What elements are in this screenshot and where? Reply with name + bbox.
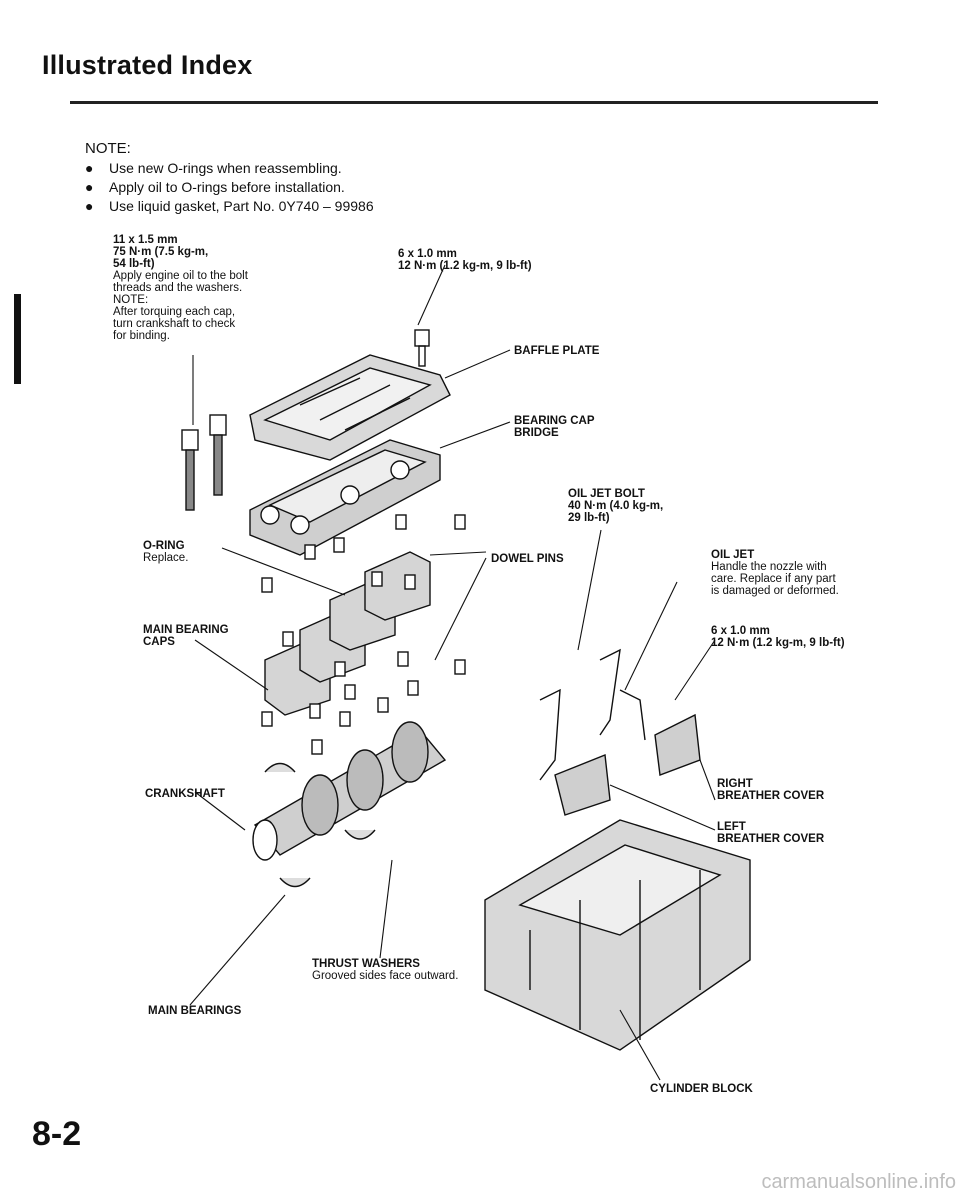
main-bolt-note-heading: NOTE: (113, 294, 149, 306)
baffle-bolt-torque: 12 N·m (1.2 kg-m, 9 lb-ft) (398, 260, 532, 272)
oil-jet-label: OIL JET Handle the nozzle with care. Rep… (711, 549, 839, 597)
cover-bolt-spec: 6 x 1.0 mm 12 N·m (1.2 kg-m, 9 lb-ft) (711, 625, 845, 649)
right-breather-cover-label: RIGHT BREATHER COVER (717, 778, 824, 802)
bearing-cap-bridge-label-line: BEARING CAP (514, 415, 595, 427)
oil-jets-drawing (539, 648, 646, 781)
note-item: ●Use liquid gasket, Part No. 0Y740 – 999… (85, 198, 374, 214)
oil-jet-bolt-torque: 29 lb-ft) (568, 512, 610, 524)
main-bolts-drawing (181, 329, 430, 511)
main-bolt-torque: 54 lb-ft) (113, 258, 155, 270)
crankshaft-drawing (252, 721, 447, 861)
leader-lines (189, 264, 716, 1081)
bearing-cap-bridge-label-line: BRIDGE (514, 427, 559, 439)
bearing-cap-bridge-drawing (249, 439, 441, 556)
watermark: carmanualsonline.info (761, 1171, 956, 1193)
oil-jet-bolt-torque: 40 N·m (4.0 kg-m, (568, 500, 664, 512)
oil-jet-bolt-name: OIL JET BOLT (568, 488, 645, 500)
right-breather-cover-label-line: BREATHER COVER (717, 790, 825, 802)
main-bearing-caps-drawing (264, 551, 431, 716)
oil-jet-note: Handle the nozzle with (711, 561, 827, 573)
page-title: Illustrated Index (42, 50, 253, 80)
cover-bolt-torque: 12 N·m (1.2 kg-m, 9 lb-ft) (711, 637, 845, 649)
main-bearing-caps-label-line: CAPS (143, 636, 175, 648)
oil-jet-note: care. Replace if any part (711, 573, 836, 585)
o-ring-name: O-RING (143, 540, 185, 552)
main-bolt-instruction: Apply engine oil to the bolt (113, 270, 248, 282)
left-breather-cover-label-line: BREATHER COVER (717, 833, 825, 845)
note-item: ●Apply oil to O-rings before installatio… (85, 179, 345, 195)
main-bearings-label: MAIN BEARINGS (148, 1005, 242, 1017)
baffle-bolt-spec: 6 x 1.0 mm 12 N·m (1.2 kg-m, 9 lb-ft) (398, 248, 532, 272)
title-divider (70, 101, 878, 104)
page-number: 8-2 (32, 1115, 82, 1153)
cylinder-block-drawing (484, 819, 751, 1051)
thrust-washers-label: THRUST WASHERS Grooved sides face outwar… (312, 958, 458, 982)
cylinder-block-label: CYLINDER BLOCK (650, 1083, 753, 1095)
breather-covers-drawing (554, 713, 701, 816)
baffle-plate-drawing (249, 354, 451, 461)
oil-jet-bolt-label: OIL JET BOLT 40 N·m (4.0 kg-m, 29 lb-ft) (568, 488, 663, 524)
main-bearings-drawing (264, 762, 376, 888)
main-bolt-note: turn crankshaft to check (113, 318, 236, 330)
left-breather-cover-label-line: LEFT (717, 821, 746, 833)
dowel-pins-label: DOWEL PINS (491, 553, 564, 565)
o-ring-label: O-RING Replace. (143, 540, 188, 564)
main-bolt-instruction: threads and the washers. (113, 282, 243, 294)
main-bolt-torque: 75 N·m (7.5 kg-m, (113, 246, 209, 258)
main-bolt-size: 11 x 1.5 mm (113, 234, 178, 246)
left-breather-cover-label: LEFT BREATHER COVER (717, 821, 824, 845)
thrust-washers-note: Grooved sides face outward. (312, 970, 459, 982)
right-breather-cover-label-line: RIGHT (717, 778, 753, 790)
main-bearing-caps-label: MAIN BEARING CAPS (143, 624, 229, 648)
main-bolt-note: for binding. (113, 330, 170, 342)
note-item: ●Use new O-rings when reassembling. (85, 160, 342, 176)
oil-jet-note: is damaged or deformed. (711, 585, 839, 597)
baffle-plate-label: BAFFLE PLATE (514, 345, 600, 357)
notes-heading: NOTE: (85, 140, 131, 157)
baffle-bolt-size: 6 x 1.0 mm (398, 248, 457, 260)
main-bolt-spec: 11 x 1.5 mm 75 N·m (7.5 kg-m, 54 lb-ft) … (113, 234, 248, 342)
cover-bolt-size: 6 x 1.0 mm (711, 625, 770, 637)
thrust-washers-name: THRUST WASHERS (312, 958, 420, 970)
o-ring-note: Replace. (143, 552, 189, 564)
bearing-cap-bridge-label: BEARING CAP BRIDGE (514, 415, 595, 439)
crankshaft-label: CRANKSHAFT (145, 788, 225, 800)
main-bolt-note: After torquing each cap, (113, 306, 236, 318)
oil-jet-name: OIL JET (711, 549, 755, 561)
main-bearing-caps-label-line: MAIN BEARING (143, 624, 229, 636)
dowel-pins-drawing (261, 514, 466, 755)
section-tab-marker (14, 294, 21, 384)
